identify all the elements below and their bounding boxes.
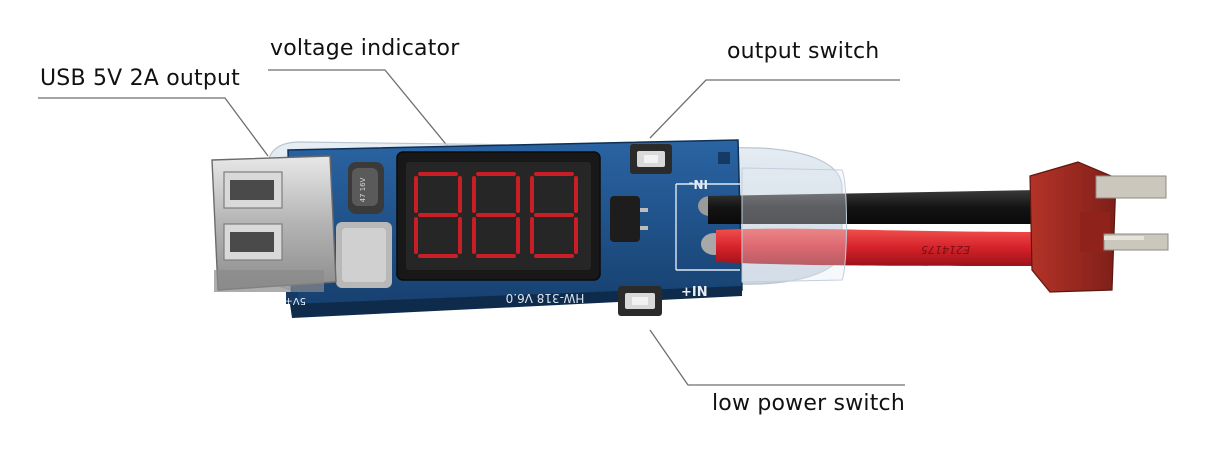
transistor <box>610 196 648 242</box>
wire-sleeve <box>741 167 847 283</box>
usb-port <box>211 155 337 292</box>
t-plug-connector <box>1029 161 1169 293</box>
callout-voltage-indicator: voltage indicator <box>270 36 460 61</box>
display-digits <box>414 172 578 258</box>
output-switch <box>630 144 672 174</box>
red-wire: E214175 <box>716 228 1040 266</box>
display-digit <box>530 172 578 258</box>
low-power-switch <box>618 286 662 316</box>
black-wire <box>708 190 1040 224</box>
leader-usb-output <box>38 97 269 157</box>
wire-print: E214175 <box>921 243 970 256</box>
display-digit <box>472 172 520 258</box>
capacitor: 47 16V <box>348 162 384 214</box>
leader-low-power-switch <box>649 329 905 386</box>
leader-lines <box>38 69 905 386</box>
leader-output-switch <box>649 79 900 139</box>
board-model-text: HW-318 V6.0 <box>506 291 585 305</box>
leader-voltage-indicator <box>268 69 455 155</box>
callout-usb-output: USB 5V 2A output <box>40 66 240 91</box>
svg-text:47 16V: 47 16V <box>359 177 367 202</box>
callout-output-switch: output switch <box>727 39 880 64</box>
seven-segment-display <box>396 151 601 281</box>
callout-low-power-switch: low power switch <box>712 391 905 416</box>
pcb-silkscreen: HW-318 V6.0 IN- +IN 5V+ <box>284 177 740 306</box>
inductor <box>336 222 392 288</box>
in-plus-label: +IN <box>681 285 708 300</box>
connector-contacts <box>1095 175 1169 251</box>
usb-marking: 5V+ <box>284 295 306 306</box>
display-digit <box>414 172 462 258</box>
